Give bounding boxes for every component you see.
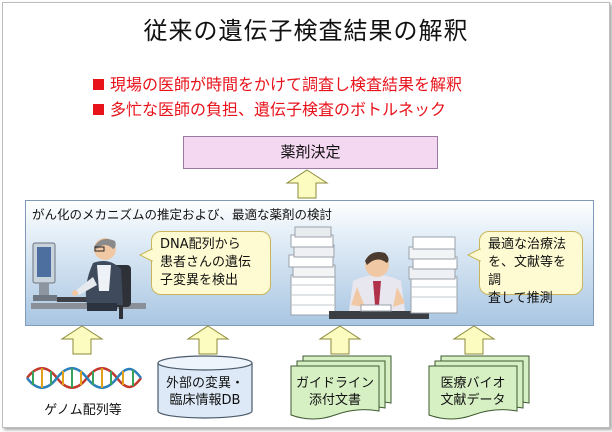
bubble-line: 最適な治療法 xyxy=(488,237,567,252)
guidelines-label-line: 添付文書 xyxy=(308,393,361,408)
literature-label: 医療バイオ 文献データ xyxy=(429,375,517,409)
bullet-2-text: 多忙な医師の負担、遺伝子検査のボトルネック xyxy=(110,100,447,119)
bubble-line: を、文献等を調 xyxy=(488,255,567,288)
guidelines-label: ガイドライン 添付文書 xyxy=(291,375,379,409)
database-label-line: 外部の変異・ xyxy=(165,376,244,391)
genome-sequence-label: ゲノム配列等 xyxy=(44,403,122,418)
bubble-line: 患者さんの遺伝 xyxy=(160,255,252,270)
bubble-line: DNA配列から xyxy=(160,237,241,252)
guidelines-label-line: ガイドライン xyxy=(295,376,374,391)
up-arrow-icon xyxy=(285,169,329,199)
speech-bubble-dna-analysis: DNA配列から 患者さんの遺伝 子変異を検出 xyxy=(151,231,271,295)
bubble-tail-icon xyxy=(138,248,153,262)
bubble-line: 査して推測 xyxy=(488,291,553,306)
bullet-square-icon xyxy=(93,104,104,115)
slide-title: 従来の遺伝子検査結果の解釈 xyxy=(143,17,469,45)
bullet-1: 現場の医師が時間をかけて調査し検査結果を解釈 xyxy=(93,71,462,95)
bullet-2: 多忙な医師の負担、遺伝子検査のボトルネック xyxy=(93,96,446,120)
up-arrow-icon xyxy=(452,325,496,355)
up-arrow-icon xyxy=(60,325,104,355)
doctor-at-computer-illustration xyxy=(31,238,146,319)
drug-decision-box: 薬剤決定 xyxy=(183,136,438,169)
stacked-documents-icon xyxy=(290,355,392,420)
literature-label-line: 医療バイオ xyxy=(440,376,506,391)
doctor-with-documents-illustration xyxy=(288,226,458,319)
literature-label-line: 文献データ xyxy=(440,393,506,408)
bubble-tail-icon xyxy=(466,248,481,262)
up-arrow-icon xyxy=(318,325,362,355)
slide: 従来の遺伝子検査結果の解釈 現場の医師が時間をかけて調査し検査結果を解釈 多忙な… xyxy=(2,2,610,428)
database-label: 外部の変異・ 臨床情報DB xyxy=(157,375,253,409)
bullet-1-text: 現場の医師が時間をかけて調査し検査結果を解釈 xyxy=(110,75,463,94)
dna-helix-icon xyxy=(26,367,143,389)
stacked-documents-icon xyxy=(428,355,530,420)
speech-bubble-literature-research: 最適な治療法 を、文献等を調 査して推測 xyxy=(479,231,583,306)
bubble-line: 子変異を検出 xyxy=(160,273,239,288)
bullet-square-icon xyxy=(93,79,104,90)
database-label-line: 臨床情報DB xyxy=(169,393,241,408)
up-arrow-icon xyxy=(186,325,230,355)
panel-title: がん化のメカニズムの推定および、最適な薬剤の検討 xyxy=(32,207,333,222)
database-cylinder-icon xyxy=(157,355,253,419)
